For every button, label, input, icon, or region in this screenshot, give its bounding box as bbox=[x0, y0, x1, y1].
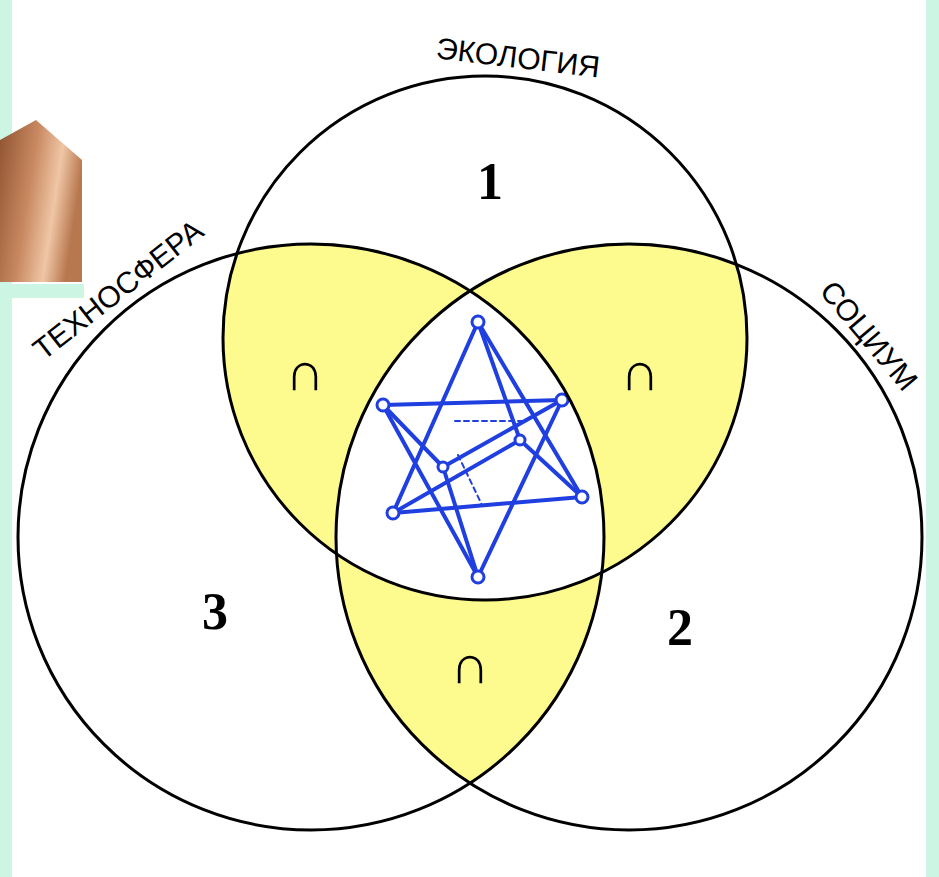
set-circle: СОЦИУМ 2 bbox=[332, 240, 926, 834]
star-vertex bbox=[438, 462, 448, 472]
set-heading: ТЕХНОСФЕРА bbox=[27, 214, 210, 367]
star-vertex bbox=[387, 507, 399, 519]
set-circle: ЭКОЛОГИЯ1 bbox=[219, 72, 751, 604]
intersection-symbol: ∩ bbox=[286, 342, 325, 401]
star-edge bbox=[478, 400, 562, 577]
set-heading: СОЦИУМ bbox=[814, 274, 924, 396]
region-number: 1 bbox=[477, 153, 503, 210]
circle-border bbox=[223, 76, 747, 600]
star-vertex bbox=[472, 571, 484, 583]
star-vertex bbox=[576, 491, 588, 503]
intersection-symbol: ∩ bbox=[621, 342, 660, 401]
circle-outline bbox=[219, 72, 751, 604]
star-vertex bbox=[377, 399, 389, 411]
circle-border bbox=[336, 244, 922, 830]
region-number: 2 bbox=[667, 599, 693, 656]
side-strip bbox=[0, 0, 12, 877]
overlap-fill bbox=[336, 244, 922, 830]
region-number: 3 bbox=[202, 583, 228, 640]
star-edge bbox=[478, 322, 520, 440]
star-vertex bbox=[472, 316, 484, 328]
overlap-fill bbox=[336, 244, 922, 830]
triple-overlap bbox=[336, 244, 922, 830]
star-edge bbox=[383, 405, 478, 577]
set-circle: ТЕХНОСФЕРА3 bbox=[14, 240, 608, 834]
pair-overlap bbox=[18, 244, 922, 830]
star-hidden-edge bbox=[458, 455, 482, 505]
circle-border bbox=[18, 244, 604, 830]
side-strip bbox=[0, 284, 84, 298]
star-tetrahedron bbox=[377, 316, 588, 583]
triple-fill bbox=[336, 244, 922, 830]
side-strip bbox=[926, 0, 939, 877]
star-edge bbox=[383, 405, 443, 467]
set-heading: ЭКОЛОГИЯ bbox=[434, 31, 601, 83]
star-vertex bbox=[515, 435, 525, 445]
star-hidden-edge bbox=[455, 420, 522, 422]
photo-fragment bbox=[0, 120, 82, 282]
circle-outline bbox=[332, 240, 926, 834]
triple-overlap bbox=[336, 244, 922, 830]
star-edge bbox=[383, 400, 562, 405]
star-edge bbox=[393, 440, 520, 513]
pair-overlap bbox=[336, 244, 922, 830]
star-edge bbox=[393, 497, 582, 513]
star-edge bbox=[393, 322, 478, 513]
intersection-symbol: ∩ bbox=[451, 635, 490, 694]
circle-outline bbox=[14, 240, 608, 834]
star-edge bbox=[443, 400, 562, 467]
